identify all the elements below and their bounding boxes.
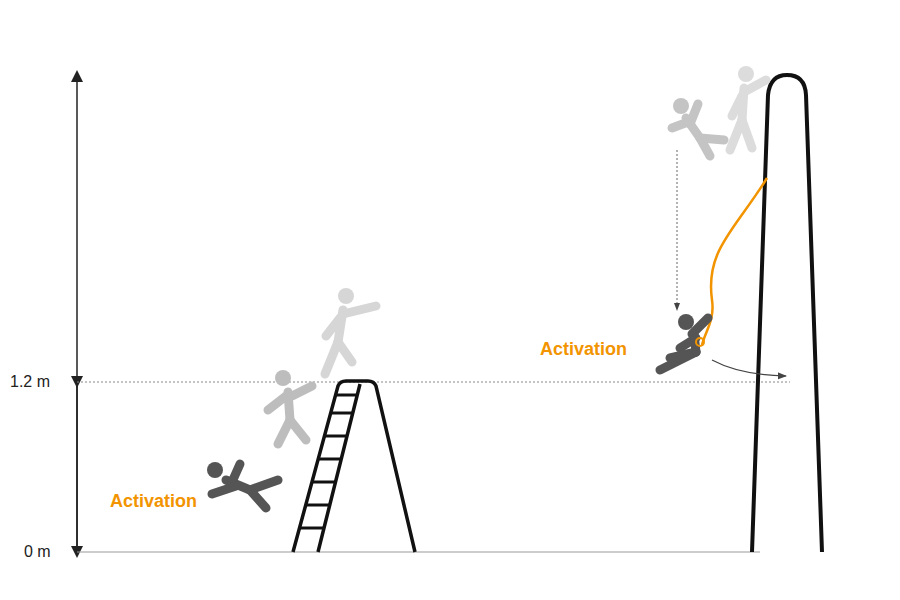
worker-falling-tower [672,98,724,156]
fall-path [677,150,678,310]
worker-standing [325,288,376,374]
ladder [293,381,415,552]
reference-line [77,382,790,383]
activation-label: Activation [108,491,199,512]
harness-ring [696,338,704,346]
worker-landed [207,462,278,508]
worker-falling [268,370,312,444]
worker-on-tower [730,66,766,150]
ground-line [77,552,760,553]
height-bracket [76,382,78,552]
tower [752,75,822,552]
activation-label: Activation [538,339,629,360]
dimension-label: 1.2 m [8,373,52,391]
dimension-label: 0 m [22,543,53,561]
swing-arrow [712,360,786,376]
worker-arrested [660,314,708,370]
